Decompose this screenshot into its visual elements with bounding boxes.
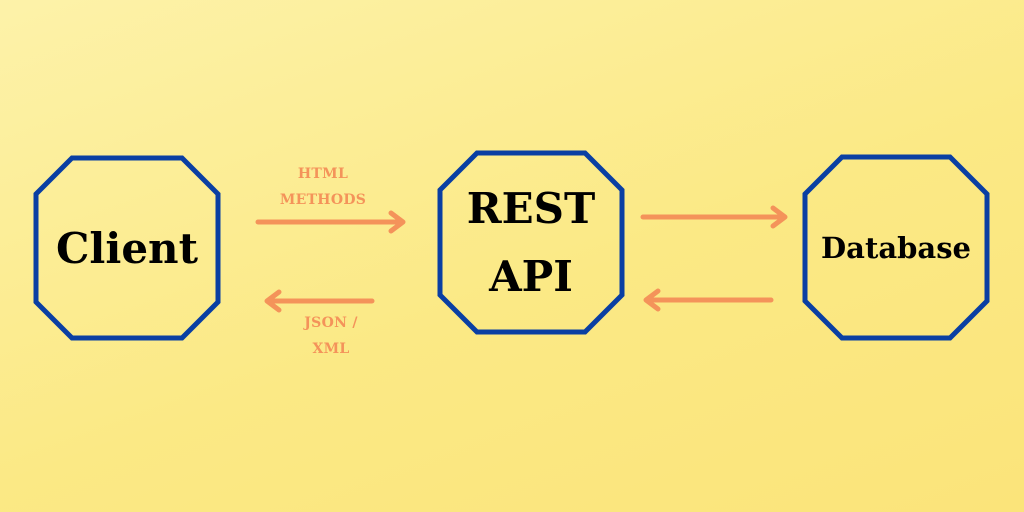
arrow-api-to-client — [264, 289, 375, 313]
database-node-shape — [802, 154, 990, 341]
edge-label-html-methods: HTML METHODS — [248, 161, 398, 213]
edge-label-json-xml: JSON / XML — [256, 310, 406, 362]
database-label: Database — [805, 157, 987, 338]
edge-label-xml: XML — [312, 341, 350, 357]
arrow-api-to-database — [640, 205, 788, 229]
rest-api-node-shape — [437, 150, 625, 335]
edge-label-json: JSON / — [304, 315, 358, 331]
database-label-text: Database — [821, 230, 971, 265]
rest-api-label-line1: REST — [466, 183, 596, 233]
arrow-database-to-api — [643, 288, 774, 312]
client-node-shape — [33, 155, 221, 341]
client-label: Client — [36, 158, 218, 338]
edge-label-methods: METHODS — [279, 192, 367, 208]
arrow-client-to-api — [255, 210, 406, 234]
rest-api-label-line2: API — [489, 251, 573, 301]
rest-api-label: REST API — [440, 153, 622, 332]
edge-label-html: HTML — [297, 166, 349, 182]
client-label-text: Client — [56, 223, 198, 273]
